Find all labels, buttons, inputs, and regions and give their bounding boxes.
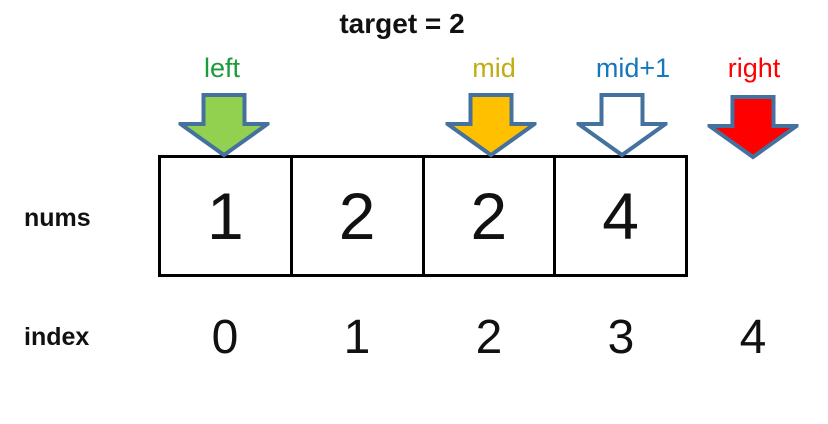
array-cell-1: 2 xyxy=(289,158,422,274)
nums-array: 1 2 2 4 xyxy=(158,155,688,277)
down-arrow-shape-mid-plus-1 xyxy=(576,93,668,158)
pointer-label-right: right xyxy=(727,53,781,83)
down-arrow-shape-left xyxy=(178,93,270,158)
index-value-3: 3 xyxy=(607,311,635,364)
array-cell-3: 4 xyxy=(553,158,685,274)
down-arrow-shape-mid xyxy=(445,93,537,158)
pointer-label-left: left xyxy=(203,53,241,83)
index-row-label: index xyxy=(24,323,90,351)
down-arrow-icon-left xyxy=(178,93,270,158)
down-arrow-shape-right xyxy=(707,95,799,160)
pointer-label-mid-plus-1: mid+1 xyxy=(595,53,671,83)
pointer-label-mid: mid xyxy=(472,53,516,83)
down-arrow-icon-mid-plus-1 xyxy=(576,93,668,158)
down-arrow-icon-mid xyxy=(445,93,537,158)
down-arrow-icon-right xyxy=(707,95,799,160)
array-cell-2: 2 xyxy=(421,158,554,274)
index-value-4: 4 xyxy=(739,311,767,364)
array-cell-0: 1 xyxy=(207,179,244,253)
index-value-0: 0 xyxy=(211,311,239,364)
index-value-1: 1 xyxy=(343,311,371,364)
diagram-title: target = 2 xyxy=(339,8,465,39)
nums-row-label: nums xyxy=(24,204,91,232)
index-value-2: 2 xyxy=(475,311,503,364)
